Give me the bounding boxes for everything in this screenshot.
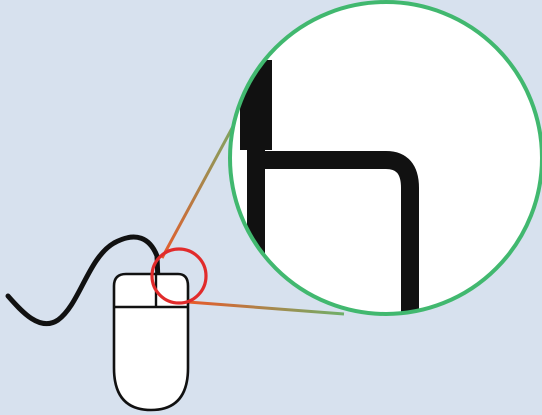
- zoom-connector-bottom: [188, 302, 344, 314]
- magnifier-circle: [230, 2, 542, 330]
- mouse-body: [114, 274, 188, 410]
- mouse-icon: [114, 274, 188, 410]
